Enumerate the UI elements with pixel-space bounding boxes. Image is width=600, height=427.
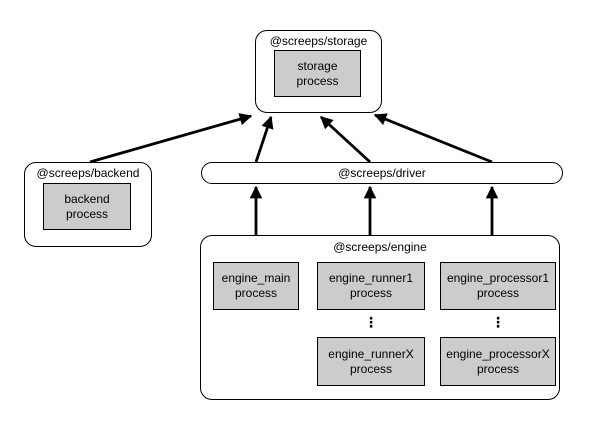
- process-box-engine-processor1: engine_processor1 process: [440, 262, 556, 310]
- node-title-storage: @screeps/storage: [269, 34, 368, 48]
- process-box-engine-main: engine_main process: [213, 262, 299, 310]
- edge-driver-to-storage: [254, 115, 274, 163]
- node-screeps-storage: @screeps/storage storage process: [255, 30, 382, 113]
- process-box-engine-runnerX: engine_runnerX process: [317, 337, 425, 386]
- process-box-engine-processorX: engine_processorX process: [440, 337, 556, 386]
- process-box-backend: backend process: [43, 183, 131, 230]
- process-box-engine-runner1: engine_runner1 process: [317, 262, 425, 310]
- node-title-driver: @screeps/driver: [338, 166, 426, 180]
- node-screeps-backend: @screeps/backend backend process: [24, 162, 152, 247]
- node-title-engine: @screeps/engine: [333, 240, 427, 254]
- edge-backend-to-storage: [89, 113, 253, 164]
- edge-driver-to-storage: [320, 115, 371, 164]
- process-box-storage: storage process: [274, 50, 361, 97]
- node-title-backend: @screeps/backend: [36, 166, 140, 180]
- ellipsis-processor: ⋮: [491, 315, 505, 331]
- ellipsis-runner: ⋮: [364, 315, 378, 331]
- edge-driver-to-storage: [373, 113, 493, 164]
- node-screeps-engine: @screeps/engine engine_main process engi…: [200, 235, 560, 400]
- node-screeps-driver: @screeps/driver: [201, 162, 563, 184]
